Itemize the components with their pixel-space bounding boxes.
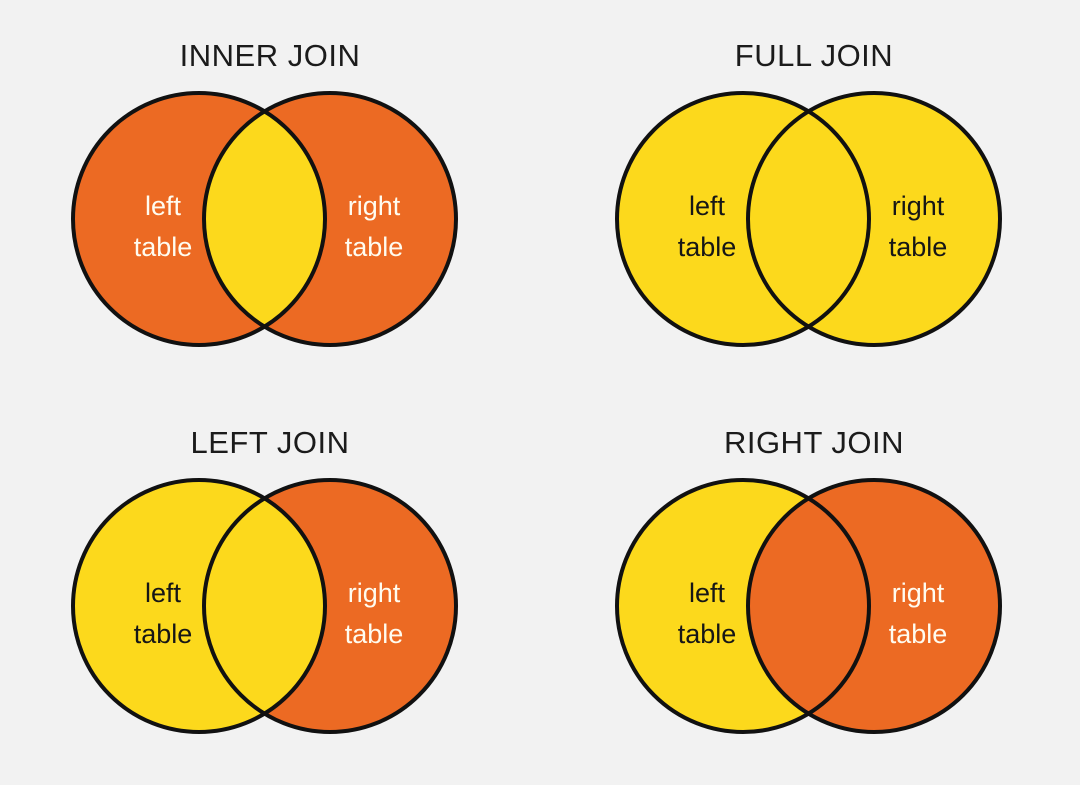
intersection-fill <box>748 93 869 345</box>
left-table-label: left table <box>678 578 737 649</box>
left-table-label-line2: table <box>678 232 737 262</box>
right-circle-outline <box>746 91 1002 347</box>
panel-inner-join: INNER JOIN left table right table <box>0 0 540 390</box>
right-table-label-line2: table <box>345 619 404 649</box>
venn-diagram-full-join: left table right table <box>544 0 1080 390</box>
panel-right-join: RIGHT JOIN left table right table <box>544 387 1080 777</box>
right-table-label: right table <box>889 578 948 649</box>
right-circle-outline <box>202 91 458 347</box>
venn-diagram-inner-join: left table right table <box>0 0 540 390</box>
left-table-label-line2: table <box>678 619 737 649</box>
right-table-label-line1: right <box>348 578 401 608</box>
intersection-fill <box>204 93 325 345</box>
left-circle-outline <box>71 478 327 734</box>
right-table-label-line1: right <box>892 578 945 608</box>
left-table-label-line1: left <box>145 191 182 221</box>
right-table-label-line1: right <box>348 191 401 221</box>
left-circle-outline <box>615 478 871 734</box>
panel-title-full-join: FULL JOIN <box>734 38 894 73</box>
left-table-label-line2: table <box>134 232 193 262</box>
intersection-fill <box>748 480 869 732</box>
venn-diagram-left-join: left table right table <box>0 387 540 777</box>
left-table-label: left table <box>134 578 193 649</box>
left-circle-outline <box>615 91 871 347</box>
intersection-fill <box>204 480 325 732</box>
left-table-label-line1: left <box>145 578 182 608</box>
right-table-label-line2: table <box>345 232 404 262</box>
right-table-label: right table <box>345 191 404 262</box>
panel-full-join: FULL JOIN left table right table <box>544 0 1080 390</box>
right-circle-outline <box>202 478 458 734</box>
panel-title-left-join: LEFT JOIN <box>190 425 350 460</box>
left-table-label-line1: left <box>689 578 726 608</box>
panel-title-right-join: RIGHT JOIN <box>723 425 905 460</box>
left-table-label-line1: left <box>689 191 726 221</box>
left-table-label: left table <box>134 191 193 262</box>
right-table-label-line1: right <box>892 191 945 221</box>
right-circle-outline <box>746 478 1002 734</box>
right-table-label-line2: table <box>889 232 948 262</box>
left-circle-outline <box>71 91 327 347</box>
right-table-label: right table <box>345 578 404 649</box>
left-table-label-line2: table <box>134 619 193 649</box>
left-table-label: left table <box>678 191 737 262</box>
right-table-label-line2: table <box>889 619 948 649</box>
venn-diagram-right-join: left table right table <box>544 387 1080 777</box>
panel-left-join: LEFT JOIN left table right table <box>0 387 540 777</box>
panel-title-inner-join: INNER JOIN <box>179 38 361 73</box>
right-table-label: right table <box>889 191 948 262</box>
